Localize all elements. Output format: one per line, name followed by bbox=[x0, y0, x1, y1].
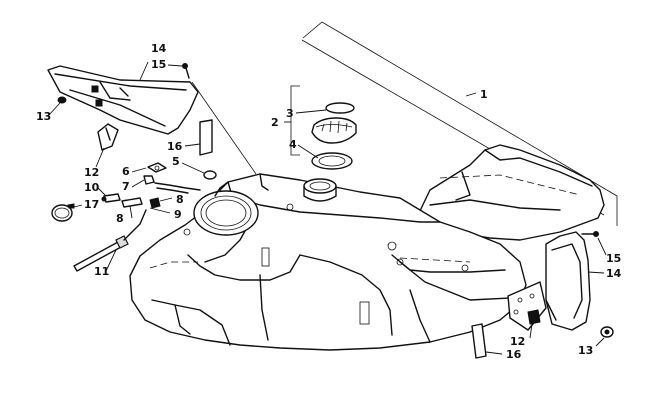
callout-17: 17 bbox=[84, 198, 99, 211]
assembly-bracket-1 bbox=[302, 21, 618, 226]
foam-strip-left bbox=[184, 119, 213, 156]
leader-5 bbox=[181, 162, 205, 174]
callout-3: 3 bbox=[286, 107, 294, 120]
callout-12b: 12 bbox=[510, 335, 525, 348]
hose-clamp bbox=[51, 203, 75, 222]
leader-4 bbox=[297, 144, 319, 159]
bracket-right bbox=[507, 281, 547, 339]
callout-10: 10 bbox=[84, 181, 100, 194]
fittings bbox=[131, 162, 167, 188]
callout-9: 9 bbox=[174, 208, 182, 221]
callout-14b: 14 bbox=[606, 267, 622, 280]
callout-1: 1 bbox=[480, 88, 488, 101]
callout-2: 2 bbox=[271, 116, 279, 129]
callout-8b: 8 bbox=[116, 212, 124, 225]
grommet-left bbox=[47, 96, 67, 117]
callout-16a: 16 bbox=[167, 140, 183, 153]
fitting-10 bbox=[97, 187, 121, 203]
callout-5: 5 bbox=[172, 155, 180, 168]
callout-13a: 13 bbox=[36, 110, 51, 123]
callout-8a: 8 bbox=[176, 193, 184, 206]
fuel-cap bbox=[311, 117, 357, 170]
fuel-tank bbox=[129, 144, 605, 351]
callout-6: 6 bbox=[122, 165, 130, 178]
gasket-ring bbox=[325, 102, 355, 114]
heat-shield-right bbox=[545, 231, 605, 331]
callout-16b: 16 bbox=[506, 348, 522, 361]
bracket-2 bbox=[284, 85, 300, 156]
heat-shield-left bbox=[47, 61, 199, 135]
bracket-left bbox=[95, 123, 119, 168]
leader-17 bbox=[73, 204, 83, 208]
callout-13b: 13 bbox=[578, 344, 593, 357]
leader-shield bbox=[191, 81, 257, 175]
callout-11: 11 bbox=[94, 265, 109, 278]
screw-right bbox=[581, 231, 607, 256]
callout-14a: 14 bbox=[151, 42, 167, 55]
fuel-hose-upper bbox=[149, 182, 201, 214]
callout-15b: 15 bbox=[606, 252, 621, 265]
leader-3 bbox=[295, 109, 327, 114]
washer bbox=[203, 170, 217, 180]
callout-12a: 12 bbox=[84, 166, 99, 179]
screw-left bbox=[167, 63, 190, 79]
foam-strip-right bbox=[471, 323, 503, 359]
callout-15a: 15 bbox=[151, 58, 166, 71]
callout-7: 7 bbox=[122, 180, 130, 193]
fuel-filter bbox=[121, 197, 143, 219]
grommet-right bbox=[595, 326, 614, 347]
callout-4: 4 bbox=[289, 138, 297, 151]
fuel-line bbox=[73, 209, 147, 272]
callouts: 1 2 3 4 5 6 7 8 8 9 10 11 12 12 13 13 14… bbox=[36, 42, 622, 361]
